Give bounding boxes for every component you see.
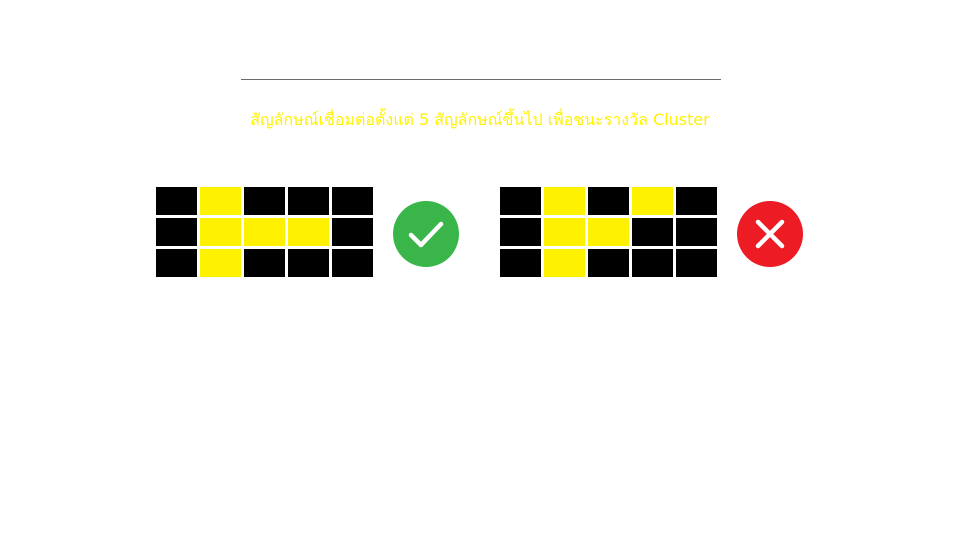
empty-cell <box>244 249 285 277</box>
empty-cell <box>332 218 373 246</box>
empty-cell <box>288 187 329 215</box>
invalid-badge <box>737 201 803 267</box>
empty-cell <box>676 187 717 215</box>
empty-cell <box>156 187 197 215</box>
highlighted-cell <box>200 249 241 277</box>
empty-cell <box>588 249 629 277</box>
highlighted-cell <box>632 187 673 215</box>
empty-cell <box>632 249 673 277</box>
highlighted-cell <box>588 218 629 246</box>
empty-cell <box>332 249 373 277</box>
highlighted-cell <box>200 218 241 246</box>
highlighted-cell <box>544 218 585 246</box>
empty-cell <box>500 218 541 246</box>
highlighted-cell <box>544 249 585 277</box>
empty-cell <box>288 249 329 277</box>
empty-cell <box>676 249 717 277</box>
empty-cell <box>156 249 197 277</box>
cluster-rule-caption: สัญลักษณ์เชื่อมต่อตั้งแต่ 5 สัญลักษณ์ขึ้… <box>250 110 710 129</box>
highlighted-cell <box>288 218 329 246</box>
empty-cell <box>588 187 629 215</box>
highlighted-cell <box>244 218 285 246</box>
valid-badge <box>393 201 459 267</box>
valid-cluster-grid <box>156 187 373 277</box>
empty-cell <box>500 249 541 277</box>
empty-cell <box>332 187 373 215</box>
empty-cell <box>500 187 541 215</box>
empty-cell <box>156 218 197 246</box>
highlighted-cell <box>544 187 585 215</box>
divider <box>241 79 721 80</box>
check-icon <box>408 221 444 248</box>
highlighted-cell <box>200 187 241 215</box>
invalid-cluster-grid <box>500 187 717 277</box>
empty-cell <box>244 187 285 215</box>
empty-cell <box>632 218 673 246</box>
empty-cell <box>676 218 717 246</box>
x-icon <box>755 219 785 249</box>
